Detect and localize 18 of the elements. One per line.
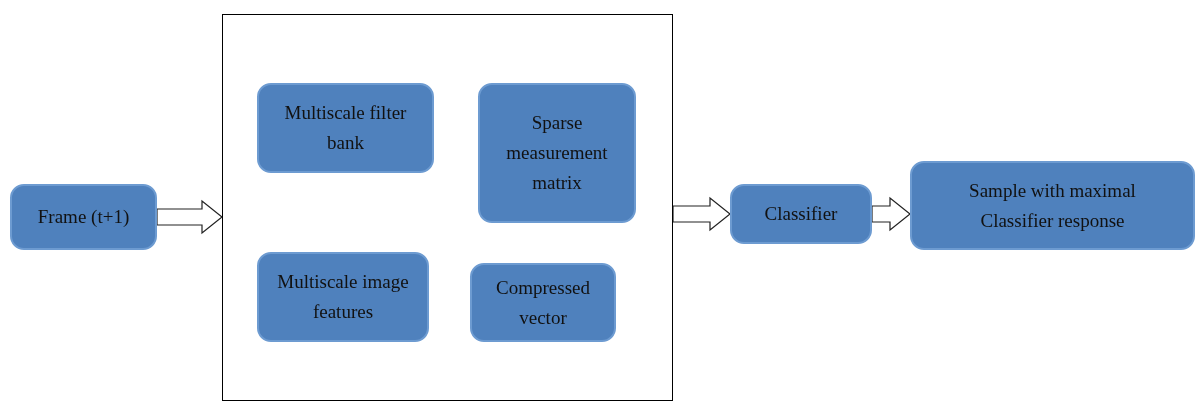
process-box — [910, 161, 1195, 250]
process-box — [10, 184, 157, 250]
process-box — [257, 83, 434, 173]
box-label: Classifier — [764, 202, 838, 226]
box-label: Sample with maximal Classifier response — [968, 178, 1137, 233]
box-label: Multiscale image features — [276, 270, 410, 324]
process-box — [478, 83, 636, 223]
container-box — [222, 14, 673, 401]
block-arrow — [672, 196, 731, 232]
process-box — [257, 252, 429, 342]
process-box — [730, 184, 872, 244]
block-arrow — [156, 199, 223, 235]
process-box — [470, 263, 616, 342]
box-label: Frame (t+1) — [37, 205, 130, 229]
box-label: Multiscale filter bank — [283, 101, 408, 155]
box-label: Sparse measurement matrix — [505, 111, 609, 195]
box-label: Compressed vector — [495, 275, 591, 330]
block-arrow — [871, 196, 911, 232]
